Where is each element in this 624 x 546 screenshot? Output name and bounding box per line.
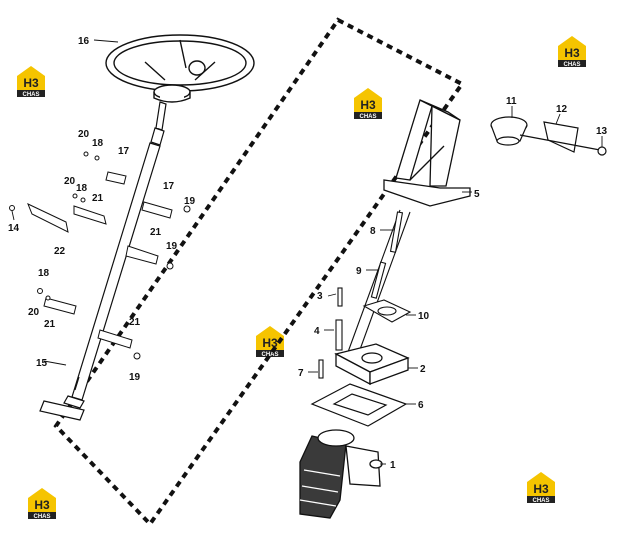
callout-13: 13: [596, 126, 608, 137]
callout-19: 19: [129, 372, 141, 383]
watermark-logo: [17, 66, 45, 98]
column-housing: [334, 343, 410, 386]
mount-bracket: [383, 99, 471, 207]
callout-20: 20: [78, 129, 90, 140]
assembly-boundary: [53, 17, 465, 528]
bushing-parts: [490, 116, 607, 156]
callout-20: 20: [28, 307, 40, 318]
callout-9: 9: [356, 266, 362, 277]
callout-22: 22: [54, 246, 66, 257]
callout-17: 17: [118, 146, 130, 157]
callout-5: 5: [474, 189, 480, 200]
flange-plate: [362, 299, 412, 323]
callout-10: 10: [418, 311, 430, 322]
callout-21: 21: [92, 193, 104, 204]
watermark-logo: [354, 88, 382, 120]
callout-17: 17: [163, 181, 175, 192]
callout-21: 21: [44, 319, 56, 330]
inner-shaft: [318, 209, 411, 379]
callout-18: 18: [76, 183, 88, 194]
callout-21: 21: [129, 317, 141, 328]
callout-15: 15: [36, 358, 48, 369]
callout-numbers: 1 2 3 4 5 6 7 8 9 10 11 12 13 14 15 16 1…: [8, 36, 608, 471]
steering-column: [39, 101, 167, 421]
callout-19: 19: [184, 196, 196, 207]
watermark-logo: [558, 36, 586, 68]
callout-7: 7: [298, 368, 304, 379]
callout-18: 18: [38, 268, 50, 279]
watermark-logo: [527, 472, 555, 504]
callout-18: 18: [92, 138, 104, 149]
callout-8: 8: [370, 226, 376, 237]
callout-21: 21: [150, 227, 162, 238]
steering-wheel: [105, 34, 255, 103]
callout-3: 3: [317, 291, 323, 302]
bracket-parts: [9, 151, 191, 360]
gasket-plate: [310, 383, 408, 427]
steering-unit: [299, 429, 383, 519]
callout-6: 6: [418, 400, 424, 411]
callout-2: 2: [420, 364, 426, 375]
callout-16: 16: [78, 36, 90, 47]
callout-4: 4: [314, 326, 320, 337]
callout-14: 14: [8, 223, 20, 234]
callout-1: 1: [390, 460, 396, 471]
callout-20: 20: [64, 176, 76, 187]
leader-lines: [11, 39, 603, 465]
callout-12: 12: [556, 104, 568, 115]
callout-11: 11: [506, 96, 517, 107]
callout-19: 19: [166, 241, 178, 252]
watermark-logo: [28, 488, 56, 520]
